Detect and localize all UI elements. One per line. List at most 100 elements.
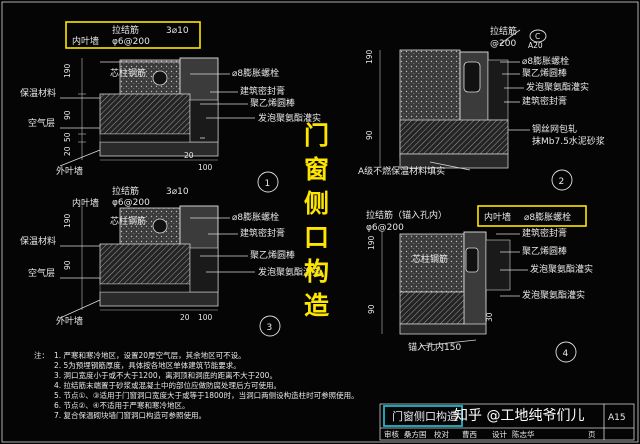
title-char-1: 门 <box>304 121 329 150</box>
detail-4-insulation <box>399 291 465 325</box>
detail-3-pu-foam-label: 发泡聚氨酯灌实 <box>258 266 321 278</box>
title-char-2: 窗 <box>304 155 329 184</box>
detail-2-a-grade-label: A级不燃保温材料填实 <box>358 165 445 177</box>
detail-4-dim-90: 90 <box>367 304 376 314</box>
tb-cell-4: 曹西 <box>462 429 477 439</box>
detail-2-rebar <box>463 61 481 93</box>
detail-1-insulation-label: 保温材料 <box>20 87 56 99</box>
detail-3-insulation <box>99 243 191 285</box>
detail-2-bolt-label: ⌀8膨胀螺栓 <box>522 55 569 67</box>
detail-4-tie-spec: φ6@200 <box>366 223 404 233</box>
detail-1-air-gap <box>99 133 191 143</box>
detail-2-dim-90: 90 <box>365 130 374 140</box>
detail-4-number: 4 <box>563 349 569 359</box>
detail-2-insulation <box>399 119 509 155</box>
detail-3-inner-wall-label: 内叶墙 <box>72 197 99 209</box>
detail-3-bar-spec: 3⌀10 <box>166 187 189 197</box>
detail-2-mortar-label: 抹Mb7.5水泥砂浆 <box>532 135 605 147</box>
detail-4-rebar <box>465 247 479 273</box>
title-char-3: 侧 <box>304 189 329 218</box>
detail-2-number: 2 <box>559 177 565 187</box>
detail-2-tie-spec: @200 <box>490 39 516 49</box>
detail-4-core-rebar-label: 芯柱钢筋 <box>412 253 448 265</box>
detail-2-pe-rod-label: 聚乙烯圆棒 <box>522 67 567 79</box>
detail-4-frame <box>463 231 487 333</box>
detail-1-number: 1 <box>265 179 271 189</box>
detail-1-insulation <box>99 93 191 135</box>
notes-block: 注： 1. 严寒和寒冷地区，设置20厚空气层，其余地区可不设。 2. 5为预埋钢… <box>34 350 359 420</box>
detail-4-core <box>399 233 465 293</box>
detail-3-bolt-label: ⌀8膨胀螺栓 <box>232 211 279 223</box>
titleblock-sheet: A15 <box>608 413 626 423</box>
detail-4-anchor-label: 锚入孔内150 <box>408 341 461 353</box>
detail-1-outer-leaf <box>99 141 219 157</box>
tb-cell-6: 陈志华 <box>512 429 535 439</box>
detail-3-pe-rod-label: 聚乙烯圆棒 <box>250 249 295 261</box>
detail-3-dim-90: 90 <box>63 260 72 270</box>
note-line-2: 2. 5为预埋钢筋厚度，具体按各地区单体建筑节能要求。 <box>54 360 241 370</box>
notes-head: 注： <box>34 350 49 360</box>
detail-4-pu-foam-label: 发泡聚氨酯灌实 <box>530 263 593 275</box>
detail-1-bolt-label: ⌀8膨胀螺栓 <box>232 67 279 79</box>
detail-2-c-bubble <box>529 29 547 43</box>
note-line-4: 4. 拉结筋末端置于砂浆或混凝土中的部位应做防腐处理后方可使用。 <box>54 380 281 390</box>
detail-2-pu-foam-label: 发泡聚氨酯灌实 <box>526 81 589 93</box>
detail-4-bolt-label: ⌀8膨胀螺栓 <box>524 211 571 223</box>
title-char-5: 构 <box>304 257 329 286</box>
detail-4-dim-190: 190 <box>367 235 376 250</box>
detail-2: 拉结筋 @200 C A20 ⌀8膨胀螺栓 聚乙烯圆棒 发泡聚氨酯灌实 建筑密封… <box>358 25 605 191</box>
detail-3-outer-leaf <box>99 291 219 307</box>
detail-2-outer-leaf <box>399 153 509 169</box>
detail-1-dim-20: 20 <box>63 146 72 156</box>
detail-3-sealant-label: 建筑密封膏 <box>240 227 285 239</box>
titleblock-name-box <box>383 405 463 427</box>
detail-3-number: 3 <box>267 323 273 333</box>
detail-1-rebar <box>152 70 168 86</box>
detail-1-sealant-label: 建筑密封膏 <box>240 85 285 97</box>
detail-1-dim-90: 90 <box>63 110 72 120</box>
detail-1-dim-190: 190 <box>63 63 72 78</box>
tb-cell-3: 校对 <box>434 429 449 439</box>
detail-2-dim-190: 190 <box>365 49 374 64</box>
detail-3-dim-20: 20 <box>180 313 190 322</box>
detail-1-foam <box>189 99 219 143</box>
detail-1-air-layer-label: 空气层 <box>28 117 55 129</box>
detail-1-core-rebar-label: 芯柱钢筋 <box>110 67 146 79</box>
detail-3-tie-rebar-label: 拉结筋 <box>112 185 139 197</box>
detail-4-sealant-label: 建筑密封膏 <box>522 227 567 239</box>
detail-4-foam <box>485 239 511 291</box>
detail-3-core-rebar-label: 芯柱钢筋 <box>110 215 146 227</box>
detail-1-callout-box <box>65 21 201 49</box>
detail-4-number-circle <box>555 341 577 363</box>
title-block: 门窗侧口构造 A15 审核 桑方国 校对 曹西 设计 陈志华 页 <box>379 403 635 441</box>
detail-1-dim-20b: 20 <box>184 151 194 160</box>
detail-1: 内叶墙 拉结筋 φ6@200 3⌀10 芯柱钢筋 ⌀8膨胀螺栓 建筑密封膏 聚乙… <box>20 21 321 193</box>
detail-1-dim-50: 50 <box>63 132 72 142</box>
detail-2-c-label: C <box>535 32 540 41</box>
note-line-1: 1. 严寒和寒冷地区，设置20厚空气层，其余地区可不设。 <box>54 350 246 360</box>
detail-4-pe-rod-label: 聚乙烯圆棒 <box>522 245 567 257</box>
watermark: 知乎 @工地纯爷们儿 <box>454 407 584 424</box>
detail-3-foam <box>189 247 219 293</box>
detail-4-outer-leaf <box>399 323 487 335</box>
detail-3: 内叶墙 拉结筋 φ6@200 3⌀10 芯柱钢筋 ⌀8膨胀螺栓 建筑密封膏 聚乙… <box>20 185 321 337</box>
vertical-title: 门 窗 侧 口 构 造 <box>304 121 329 320</box>
detail-3-insulation-label: 保温材料 <box>20 235 56 247</box>
titleblock-name: 门窗侧口构造 <box>392 409 458 423</box>
detail-1-tie-spec: φ6@200 <box>112 37 150 47</box>
detail-1-tie-rebar-label: 拉结筋 <box>112 24 139 36</box>
note-line-3: 3. 洞口宽度小于或不大于1200，离洞顶和洞底的距离不大于200。 <box>54 370 277 380</box>
detail-1-dim-100: 100 <box>198 163 213 172</box>
detail-3-air-layer-label: 空气层 <box>28 267 55 279</box>
detail-1-pu-foam-label: 发泡聚氨酯灌实 <box>258 112 321 124</box>
note-line-7: 7. 复合保温砌块墙门窗洞口构造可参照使用。 <box>54 410 206 420</box>
detail-1-pe-rod-label: 聚乙烯圆棒 <box>250 97 295 109</box>
note-line-5: 5. 节点①、③适用于门窗洞口宽度大于或等于1800时，当洞口两侧设构造柱时可参… <box>54 390 359 400</box>
detail-1-inner-wall-label: 内叶墙 <box>72 35 99 47</box>
tb-cell-1: 审核 <box>384 429 399 439</box>
tb-cell-2: 桑方国 <box>404 429 427 439</box>
detail-2-number-circle <box>551 169 573 191</box>
